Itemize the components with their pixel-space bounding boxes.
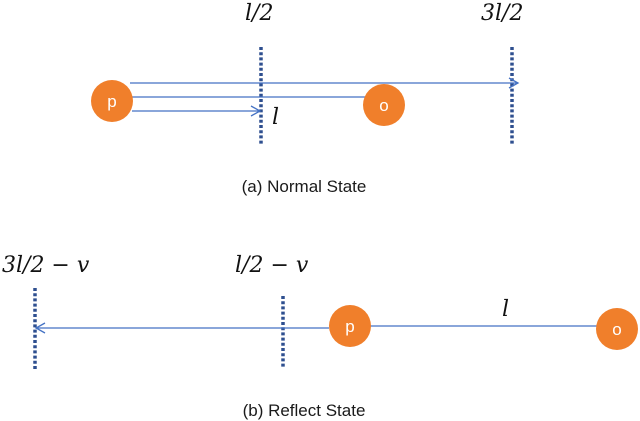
node-o-label: o	[379, 96, 388, 115]
panel-reflect-state: 3l/2 − v l/2 − v p o l (b) Reflect State	[2, 253, 638, 420]
node-o-circle	[363, 84, 405, 126]
node-o-circle	[596, 308, 638, 350]
node-o-reflect: o	[596, 308, 638, 350]
node-p-reflect: p	[329, 305, 371, 347]
node-p-label: p	[345, 317, 354, 336]
node-p-label: p	[107, 92, 116, 111]
label-three-l-half-minus-v: 3l/2 − v	[2, 253, 90, 278]
node-p-normal: p	[91, 80, 133, 122]
node-p-circle	[329, 305, 371, 347]
caption-normal-state: (a) Normal State	[242, 177, 367, 196]
label-l-half-minus-v: l/2 − v	[235, 253, 309, 278]
label-distance-l-reflect: l	[502, 297, 509, 322]
label-three-l-half: 3l/2	[481, 1, 523, 26]
node-o-label: o	[612, 320, 621, 339]
node-p-circle	[91, 80, 133, 122]
caption-reflect-state: (b) Reflect State	[243, 401, 366, 420]
label-distance-l: l	[272, 105, 279, 130]
node-o-normal: o	[363, 84, 405, 126]
panel-normal-state: l/2 3l/2 p o l (a) Normal State	[91, 1, 523, 196]
label-l-half: l/2	[245, 1, 273, 26]
